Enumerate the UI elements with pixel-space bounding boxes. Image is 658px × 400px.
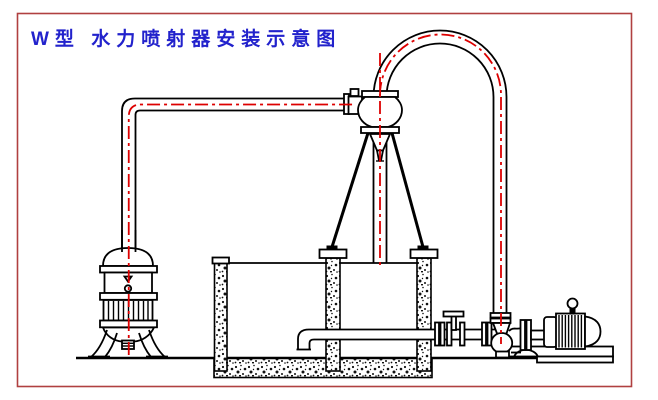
supply-pipe xyxy=(121,88,366,253)
valve-handle xyxy=(442,310,465,318)
fitting-cap xyxy=(349,88,360,97)
border-frame xyxy=(16,12,633,388)
vessel-legs xyxy=(88,329,168,358)
page-title: W型 水力喷射器安装示意图 xyxy=(31,29,342,50)
ejector xyxy=(326,90,429,263)
motor-end-cap xyxy=(584,315,602,348)
discharge-centerline xyxy=(379,33,502,344)
gate-valve xyxy=(434,310,493,347)
motor xyxy=(543,297,602,350)
gooseneck-discharge-pipe xyxy=(372,29,508,318)
supply-centerline xyxy=(127,103,356,355)
pipe-centerlines xyxy=(127,33,502,355)
eye-bolt xyxy=(566,297,579,310)
valve-stem xyxy=(450,315,457,331)
motor-fins xyxy=(555,312,586,350)
concrete-tank xyxy=(76,248,613,379)
ejector-legs xyxy=(326,132,429,250)
pump-set xyxy=(489,297,614,364)
